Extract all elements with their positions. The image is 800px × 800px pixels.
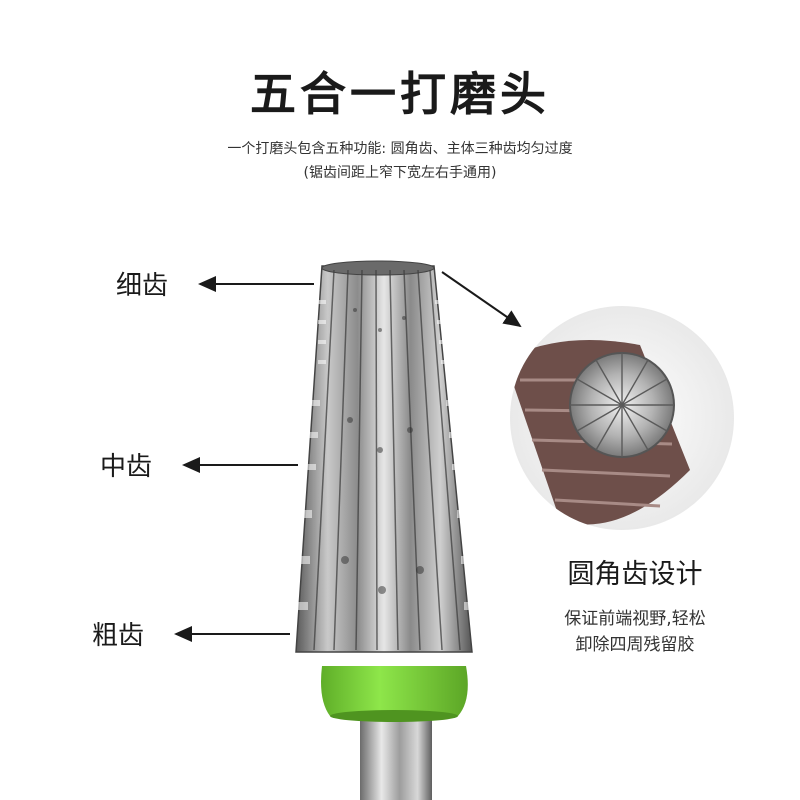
- subtitle-line-1: 一个打磨头包含五种功能: 圆角齿、主体三种齿均匀过度: [227, 141, 573, 157]
- subtitle-line-2: (锯齿间距上窄下宽左右手通用): [303, 165, 497, 181]
- page-title: 五合一打磨头: [250, 67, 550, 121]
- feature-desc-line-1: 保证前端视野,轻松: [564, 609, 706, 629]
- arrow-zoom: [441, 271, 522, 328]
- label-coarse-teeth: 粗齿: [92, 621, 145, 651]
- teeth-notches: [296, 300, 476, 610]
- feature-desc-line-2: 卸除四周残留胶: [575, 635, 695, 655]
- green-collar: [321, 666, 468, 716]
- feature-title: 圆角齿设计: [567, 559, 703, 590]
- zoom-detail: [510, 340, 690, 525]
- label-fine-teeth: 细齿: [116, 271, 169, 301]
- flute-lines: [313, 269, 461, 651]
- label-medium-teeth: 中齿: [100, 452, 153, 482]
